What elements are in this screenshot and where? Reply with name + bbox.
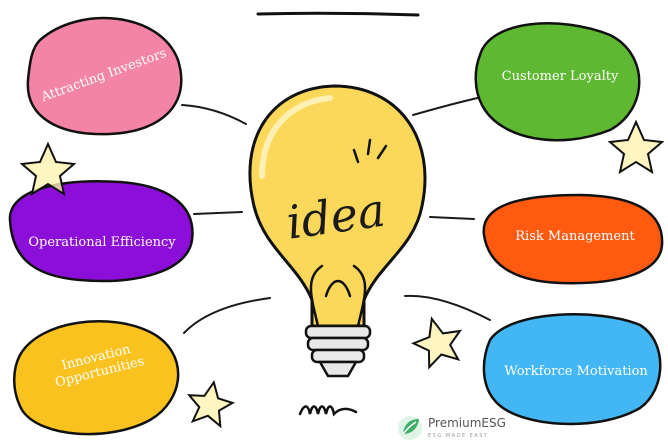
- star-icon: [411, 316, 463, 370]
- bubble-operational-efficiency: [8, 180, 194, 283]
- label-customer-loyalty: Customer Loyalty: [501, 69, 619, 84]
- lightbulb-icon: [248, 84, 427, 378]
- brand-name: PremiumESG: [428, 416, 506, 430]
- label-operational-efficiency: Operational Efficiency: [28, 235, 176, 250]
- bubble-risk-management: [482, 193, 664, 285]
- bottom-squiggle: [298, 405, 358, 417]
- bubble-attracting-investors: [26, 16, 183, 136]
- star-icon: [186, 380, 236, 429]
- connectors: [181, 96, 491, 334]
- top-scribble: [256, 11, 420, 17]
- label-workforce-motivation: Workforce Motivation: [504, 364, 648, 379]
- star-icon: [607, 119, 665, 175]
- bubble-innovation-opportunities: [13, 320, 180, 436]
- brand-tagline: ESG MADE EASY: [428, 433, 489, 439]
- label-risk-management: Risk Management: [515, 229, 635, 244]
- leaf-logo-icon: [398, 416, 422, 440]
- bubble-workforce-motivation: [482, 313, 662, 426]
- bubble-customer-loyalty: [474, 22, 641, 142]
- star-icon: [19, 141, 77, 197]
